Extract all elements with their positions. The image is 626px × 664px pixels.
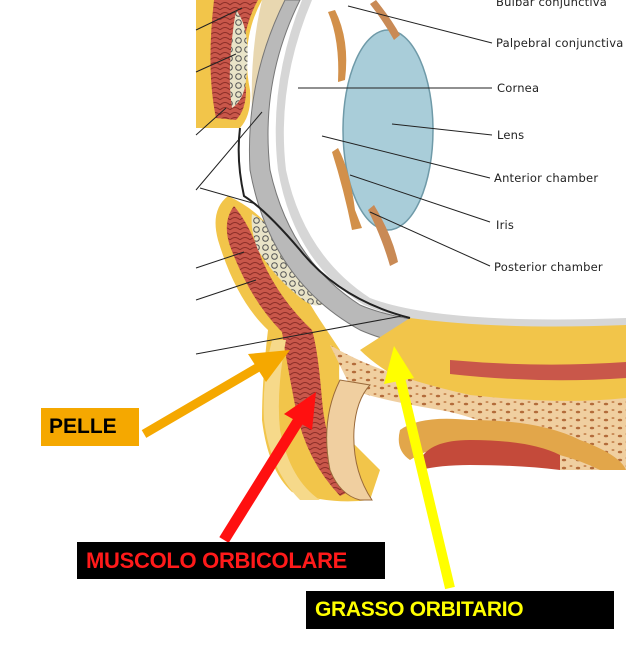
label-cornea: Cornea bbox=[497, 81, 540, 95]
label-iris: Iris bbox=[496, 218, 515, 232]
callout-pelle: PELLE bbox=[41, 408, 139, 446]
label-bulbar-conjunctiva: Bulbar conjunctiva bbox=[496, 0, 608, 9]
grasso-arrow bbox=[384, 346, 455, 590]
label-lens: Lens bbox=[497, 128, 525, 142]
callout-grasso-orbitario: GRASSO ORBITARIO bbox=[306, 591, 614, 629]
callout-muscolo-orbicolare: MUSCOLO ORBICOLARE bbox=[77, 542, 385, 579]
eyeball bbox=[248, 0, 626, 501]
muscolo-arrow bbox=[219, 392, 316, 543]
conjunctiva-line bbox=[237, 127, 411, 319]
lens-and-iris bbox=[328, 0, 434, 266]
label-anterior-chamber: Anterior chamber bbox=[494, 171, 599, 185]
pelle-arrow bbox=[141, 350, 290, 438]
leader-lines bbox=[195, 5, 493, 355]
label-palpebral-conjunctiva: Palpebral conjunctiva bbox=[496, 36, 624, 50]
label-posterior-chamber: Posterior chamber bbox=[494, 260, 603, 274]
